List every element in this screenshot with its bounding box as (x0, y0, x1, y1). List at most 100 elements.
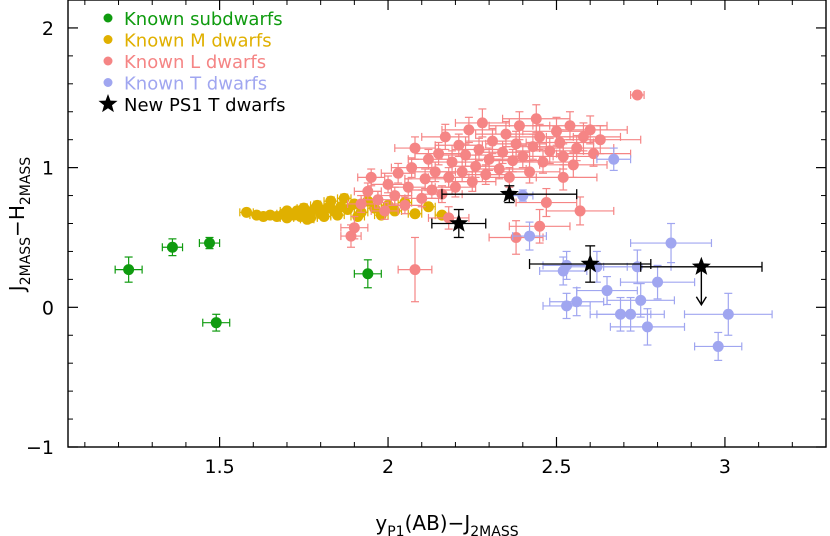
legend-entry: Known M dwarfs (103, 31, 272, 52)
data-point (166, 241, 178, 253)
data-point (524, 166, 536, 178)
data-point (409, 264, 421, 276)
data-point (409, 142, 421, 154)
data-point (571, 142, 583, 154)
y-axis-label: J2MASS−H2MASS (5, 157, 34, 293)
data-point (665, 237, 677, 249)
data-point (123, 264, 135, 276)
data-point (379, 205, 391, 217)
data-point (584, 124, 596, 136)
data-point (406, 162, 418, 174)
data-point (392, 167, 404, 179)
legend-label: Known subdwarfs (124, 9, 283, 30)
series-known-t-dwarfs (512, 147, 773, 361)
data-point (510, 231, 522, 243)
data-point-star (580, 254, 600, 273)
legend-entry: Known T dwarfs (103, 74, 267, 95)
data-point (365, 171, 377, 183)
data-point (241, 206, 253, 218)
data-point (544, 145, 556, 157)
data-point (641, 321, 653, 333)
data-point (530, 113, 542, 125)
x-tick-label: 2 (382, 456, 394, 478)
legend-entry: New PS1 T dwarfs (98, 94, 285, 116)
data-point (594, 134, 606, 146)
data-point (712, 340, 724, 352)
data-point (460, 149, 472, 161)
axis-ticks-layer: 1.5 2 2.5 3 −1 0 1 2 (26, 0, 826, 478)
data-point (486, 135, 498, 147)
data-point (722, 308, 734, 320)
legend-label: New PS1 T dwarfs (124, 95, 285, 116)
y-tick-label: 0 (42, 297, 54, 319)
data-point (625, 308, 637, 320)
data-point (550, 125, 562, 137)
data-point (483, 153, 495, 165)
data-point (348, 222, 360, 234)
data-point (429, 166, 441, 178)
data-point (601, 285, 613, 297)
data-point (311, 199, 323, 211)
data-point (332, 209, 344, 221)
data-point (540, 197, 552, 209)
y-tick-label: −1 (26, 437, 54, 459)
data-point (564, 120, 576, 132)
x-tick-label: 1.5 (204, 456, 234, 478)
data-point (497, 146, 509, 158)
data-point (210, 317, 222, 329)
data-points-layer (114, 89, 773, 361)
data-point (389, 190, 401, 202)
data-point (355, 198, 367, 210)
x-tick-label: 2.5 (541, 456, 571, 478)
data-point (574, 205, 586, 217)
data-point (301, 213, 313, 225)
data-point (466, 176, 478, 188)
data-point-star (499, 184, 519, 203)
data-point (426, 184, 438, 196)
data-point (449, 181, 461, 193)
data-point (588, 148, 600, 160)
legend-label: Known M dwarfs (124, 31, 272, 52)
data-point (571, 296, 583, 308)
y-tick-label: 2 (42, 18, 54, 40)
x-tick-label: 3 (719, 456, 731, 478)
x-axis-label: yP1(AB)−J2MASS (375, 511, 518, 536)
data-point (476, 117, 488, 129)
legend-circle-marker (103, 56, 113, 66)
data-point (557, 150, 569, 162)
data-point (557, 171, 569, 183)
data-point (416, 192, 428, 204)
y-tick-label: 1 (42, 158, 54, 180)
data-point-star (691, 256, 711, 275)
data-point (338, 192, 350, 204)
legend-star-marker (98, 94, 118, 113)
data-point (517, 190, 529, 202)
data-point (399, 199, 411, 211)
data-point (524, 230, 536, 242)
data-point (503, 171, 515, 183)
data-point (409, 208, 421, 220)
data-point (439, 131, 451, 143)
data-point (561, 300, 573, 312)
data-point (402, 181, 414, 193)
legend-entry: Known L dwarfs (103, 52, 266, 73)
legend-circle-marker (103, 13, 113, 23)
data-point (608, 153, 620, 165)
legend-label: Known L dwarfs (124, 52, 266, 73)
data-point (534, 131, 546, 143)
data-point (513, 120, 525, 132)
legend-label: Known T dwarfs (124, 74, 267, 95)
upper-limit-arrowhead (695, 296, 707, 307)
legend-circle-marker (103, 35, 113, 44)
series-known-subdwarfs (114, 236, 382, 332)
data-point (281, 205, 293, 217)
data-point (453, 139, 465, 151)
series-new-ps1-t-dwarfs (431, 184, 763, 307)
data-point-star (449, 213, 469, 232)
data-point (631, 89, 643, 101)
data-point (433, 148, 445, 160)
data-point (362, 268, 374, 280)
data-point (534, 220, 546, 232)
